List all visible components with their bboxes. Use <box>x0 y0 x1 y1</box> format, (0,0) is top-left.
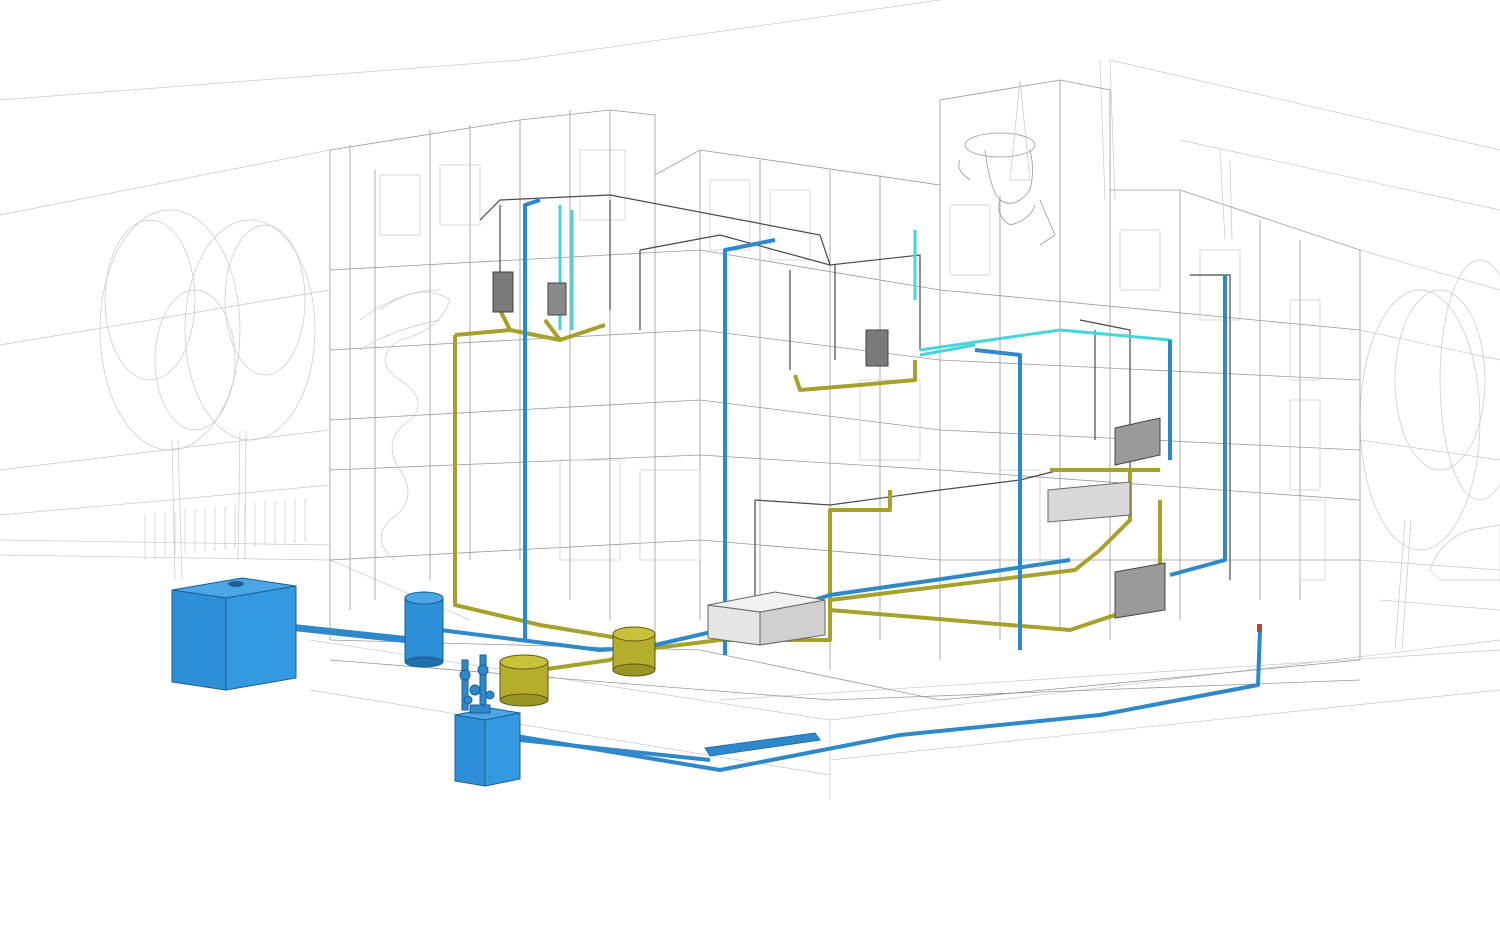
water-pipes <box>269 198 1262 772</box>
outlet-marker <box>1257 624 1262 632</box>
water-heater-2 <box>547 282 567 316</box>
cylindrical-water-tank <box>404 591 444 668</box>
supply-riser-1 <box>523 198 541 640</box>
supply-right-riser-2 <box>1169 275 1227 577</box>
main-water-tank <box>171 577 297 691</box>
treatment-unit <box>707 591 826 646</box>
channel-drain <box>704 732 821 757</box>
cabinet-right-mid <box>1047 481 1131 523</box>
tree-right-1 <box>1359 289 1486 651</box>
drain-tanks <box>499 626 656 707</box>
water-heater-3 <box>865 329 889 367</box>
drain-branch-2 <box>543 318 562 342</box>
water-heater-1 <box>492 271 514 313</box>
drain-main-right <box>793 360 917 392</box>
building-wireframe <box>144 59 1500 701</box>
equipment <box>492 271 1166 646</box>
site-ground-lines <box>0 0 1500 800</box>
cabinet-right-top <box>1114 417 1161 466</box>
supply-to-pump <box>509 629 1262 772</box>
drain-branch-1 <box>498 309 512 331</box>
tree-left-1 <box>99 209 241 581</box>
vent-pipe-5 <box>919 343 976 357</box>
drain-stack-left <box>453 335 631 642</box>
supply-mid <box>654 558 1071 647</box>
cabinet-right-low <box>1114 562 1166 619</box>
drain-bottom <box>829 500 1162 632</box>
supply-riser-2 <box>723 238 776 655</box>
trees <box>99 209 1500 651</box>
tree-left-2 <box>184 219 316 561</box>
roof-pipe-routing <box>479 194 1231 600</box>
pump-tank <box>454 654 521 787</box>
valve-assembly <box>459 654 495 714</box>
portrait-sketch <box>958 132 1056 246</box>
supply-right-riser <box>974 348 1022 650</box>
drain-tank-1 <box>499 654 549 707</box>
tree-right-2 <box>1439 259 1500 501</box>
drain-stack-mid <box>654 490 892 650</box>
supply-pump-2 <box>519 738 711 762</box>
drain-tank-2 <box>612 626 656 677</box>
drain-main-left <box>454 323 606 342</box>
